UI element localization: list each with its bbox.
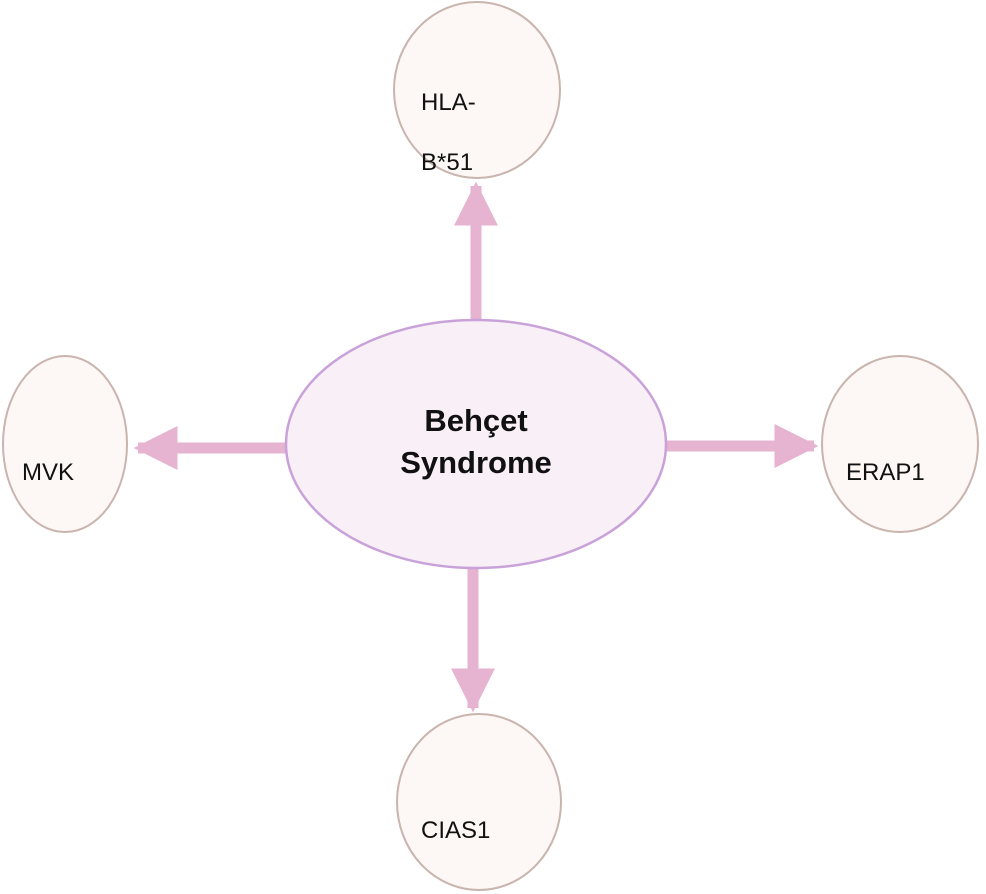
center-node-behcet-syndrome: [284, 318, 668, 570]
center-label-line1: Behçet: [424, 403, 528, 438]
mvk-label-line1: MVK: [22, 459, 75, 486]
hla-b51-label-line2: B*51: [421, 149, 474, 176]
erap1-label-line1: ERAP1: [846, 459, 925, 486]
erap1-label: ERAP1: [846, 428, 925, 518]
center-node-label: Behçet Syndrome: [346, 400, 606, 484]
mvk-label: MVK: [22, 428, 74, 518]
node-erap1: [821, 355, 979, 533]
hla-b51-label: HLA- B*51: [421, 58, 476, 208]
hla-b51-label-line1: HLA-: [421, 89, 476, 116]
center-label-line2: Syndrome: [400, 444, 552, 480]
cias1-label: CIAS1: [421, 786, 490, 876]
cias1-label-line1: CIAS1: [421, 817, 491, 844]
node-mvk: [2, 355, 128, 533]
node-cias1: [396, 713, 562, 891]
node-hla-b51: [393, 1, 561, 179]
